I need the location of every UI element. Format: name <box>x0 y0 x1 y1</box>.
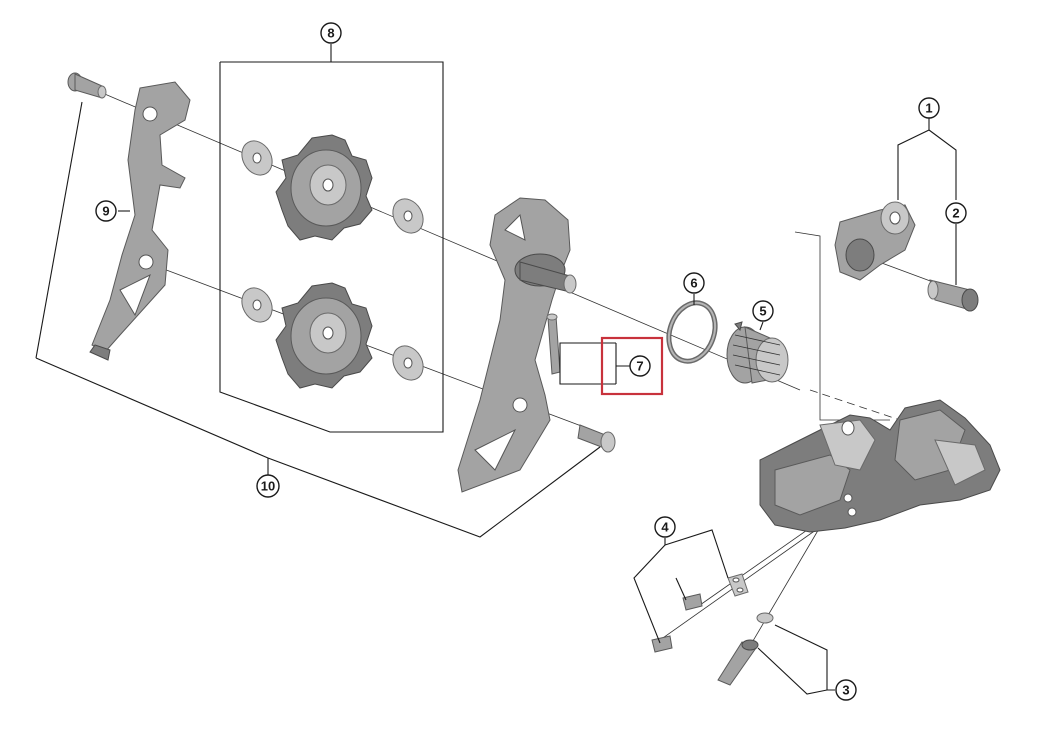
adjust-screw-part <box>927 279 979 312</box>
callout-10: 10 <box>256 474 280 498</box>
callout-8-label: 8 <box>327 26 334 41</box>
callout-9-label: 9 <box>102 204 109 219</box>
callout-5: 5 <box>752 300 774 322</box>
clamp-pins-part <box>651 573 749 653</box>
callout-2: 2 <box>945 202 967 224</box>
callout-1: 1 <box>918 97 940 119</box>
callout-2-label: 2 <box>952 206 959 221</box>
callout-4-label: 4 <box>661 520 669 535</box>
cable-adjuster-part <box>834 201 916 281</box>
callout-6: 6 <box>683 272 705 294</box>
washers-part <box>241 140 424 381</box>
tension-spring-part <box>726 321 789 384</box>
pulley-group-frame <box>219 61 444 433</box>
outer-plate-part <box>89 81 191 361</box>
callout-3-label: 3 <box>842 683 849 698</box>
lower-pulley-part <box>275 282 373 389</box>
spring-ring-part <box>666 300 718 364</box>
callout-3: 3 <box>835 679 857 701</box>
fixing-bolt-part <box>717 612 774 686</box>
callout-4: 4 <box>654 516 676 538</box>
callout-10-label: 10 <box>261 479 275 494</box>
upper-pulley-part <box>275 134 373 241</box>
callout-9: 9 <box>95 200 117 222</box>
callout-8: 8 <box>320 22 342 44</box>
callout-5-label: 5 <box>759 304 766 319</box>
highlight-box-callout-7 <box>600 336 664 396</box>
callout-7: 7 <box>629 355 651 377</box>
callout-1-label: 1 <box>925 101 932 116</box>
callout-7-label: 7 <box>636 359 643 374</box>
top-left-bolt-part <box>67 72 107 99</box>
callout-6-label: 6 <box>690 276 697 291</box>
derailleur-body-part <box>759 399 1001 533</box>
plate-bolt-part <box>577 424 616 453</box>
pin-part <box>546 313 561 375</box>
leader-lines <box>35 44 957 695</box>
inner-plate-part <box>457 197 577 493</box>
